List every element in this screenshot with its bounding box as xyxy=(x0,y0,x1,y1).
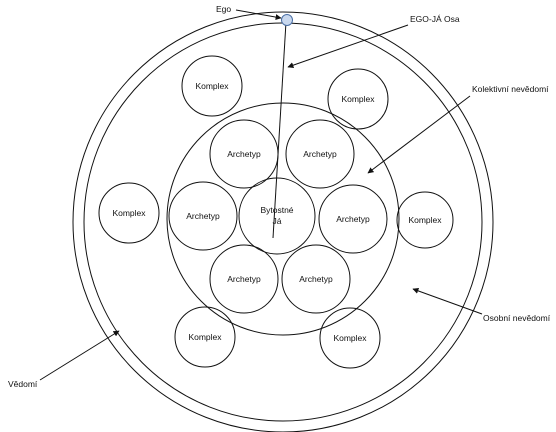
complex-label: Komplex xyxy=(408,215,442,225)
archetype-label: Archetyp xyxy=(227,149,261,159)
kolektivni-arrow xyxy=(367,95,471,174)
collective-unconscious-circle xyxy=(166,102,400,336)
archetype-1: Archetyp xyxy=(209,119,279,189)
self-label-line1: Bytostné xyxy=(260,205,293,215)
archetype-label: Archetyp xyxy=(299,274,333,284)
archetype-label: Archetyp xyxy=(186,211,220,221)
self-circle: Bytostné Já xyxy=(238,177,316,255)
complex-label: Komplex xyxy=(195,81,229,91)
vedomi-arrow xyxy=(39,330,120,381)
outer-ring-vedomi xyxy=(72,11,494,432)
archetype-6: Archetyp xyxy=(281,244,351,314)
ego-ja-osa-arrow xyxy=(287,24,409,69)
archetype-2: Archetyp xyxy=(285,119,355,189)
complex-5: Komplex xyxy=(174,306,236,368)
vedomi-label: Vědomí xyxy=(8,379,38,389)
kolektivni-label: Kolektivní nevědomí xyxy=(472,84,549,94)
osobni-arrow xyxy=(412,288,483,315)
ego-dot xyxy=(281,14,293,26)
ego-ja-osa-label: EGO-JÁ Osa xyxy=(410,14,460,24)
complex-2: Komplex xyxy=(327,68,389,130)
ego-arrow xyxy=(235,9,282,21)
complex-3: Komplex xyxy=(98,182,160,244)
self-label-line2: Já xyxy=(273,216,282,226)
complex-label: Komplex xyxy=(112,208,146,218)
complex-1: Komplex xyxy=(181,55,243,117)
complex-4: Komplex xyxy=(396,191,454,249)
complex-6: Komplex xyxy=(319,307,381,369)
ego-self-axis xyxy=(272,21,287,239)
ego-label: Ego xyxy=(216,4,231,14)
archetype-5: Archetyp xyxy=(209,244,279,314)
archetype-label: Archetyp xyxy=(303,149,337,159)
complex-label: Komplex xyxy=(188,332,222,342)
archetype-4: Archetyp xyxy=(318,184,388,254)
complex-label: Komplex xyxy=(341,94,375,104)
osobni-label: Osobní nevědomí xyxy=(483,313,551,323)
archetype-label: Archetyp xyxy=(336,214,370,224)
archetype-3: Archetyp xyxy=(168,181,238,251)
complex-label: Komplex xyxy=(333,333,367,343)
archetype-label: Archetyp xyxy=(227,274,261,284)
